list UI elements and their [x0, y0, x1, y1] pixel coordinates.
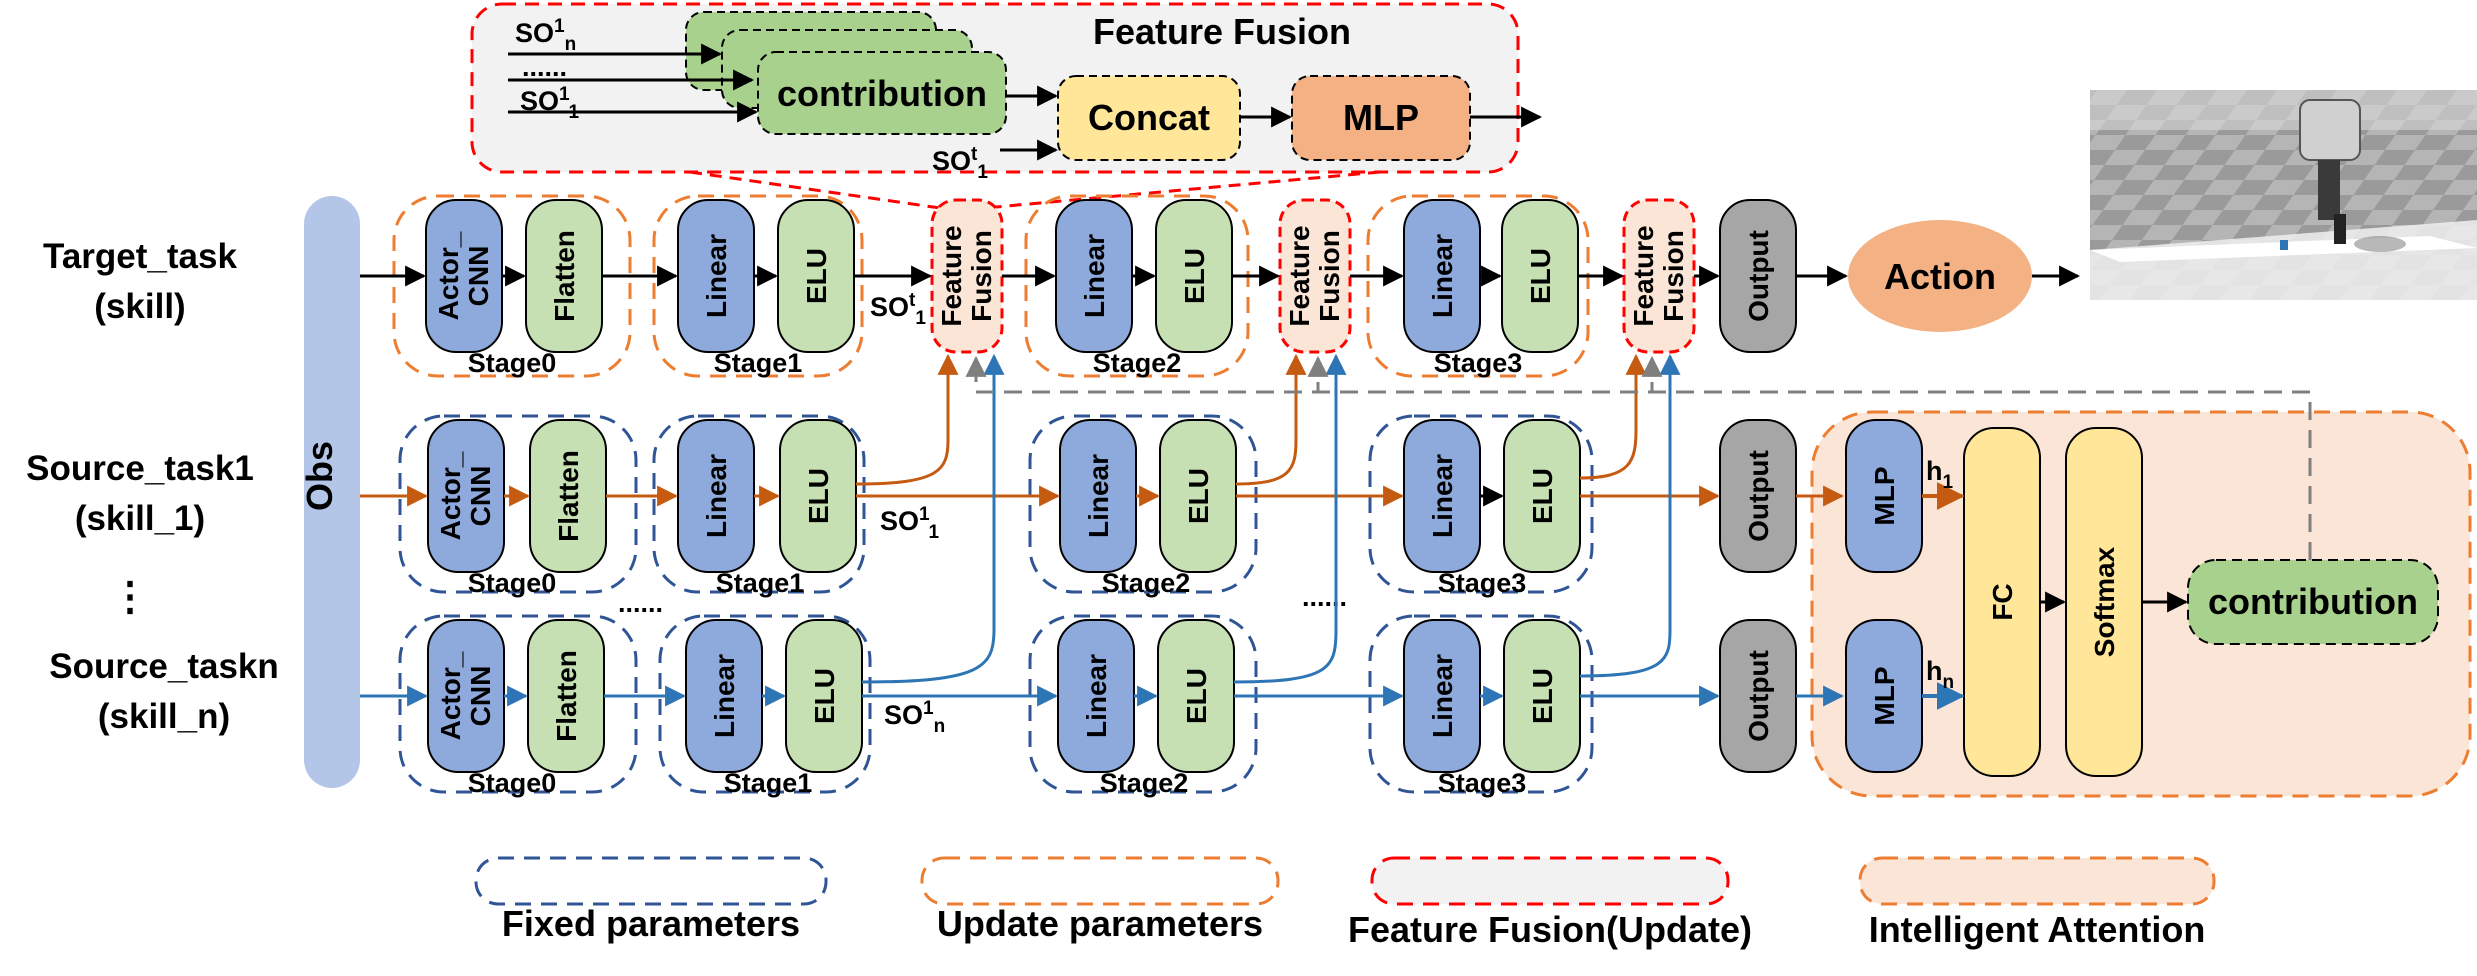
sourcen-output: Output	[1743, 650, 1774, 742]
row-label-sourcen: Source_taskn(skill_n)	[49, 647, 279, 736]
robot-scene-image	[2090, 90, 2477, 300]
legend-swatch-fusion	[1370, 856, 1730, 906]
source1-row: Actor_CNN Flatten Linear ELU Linear ELU …	[360, 353, 1845, 618]
sourcen-elu-1: ELU	[809, 668, 840, 724]
target-elu-2: ELU	[1179, 248, 1210, 304]
source1-flatten: Flatten	[553, 450, 584, 542]
sourcen-elu-2: ELU	[1181, 668, 1212, 724]
action-node	[1848, 220, 2032, 332]
label-so-t1: SOt1	[870, 290, 926, 329]
row-label-dots: ⋮	[110, 575, 150, 619]
target-row: Actor_CNN Flatten Linear ELU FeatureFusi…	[360, 194, 2081, 378]
fusion-contribution-box	[757, 51, 1007, 135]
fusion-input-so1: SO11	[520, 84, 580, 123]
source1-elu-2: ELU	[1183, 468, 1214, 524]
fusion-concat-label: Concat	[1088, 97, 1210, 138]
feature-fusion-detail: Feature Fusion contribution SO1n ...... …	[470, 2, 1543, 210]
fusion-mlp-box	[1291, 75, 1471, 161]
fusion-target-input: SOt1	[932, 144, 988, 183]
row-label-target: Target_task(skill)	[43, 237, 237, 326]
source1-elu-1: ELU	[803, 468, 834, 524]
target-flatten: Flatten	[549, 230, 580, 322]
source1-stage0: Stage0	[468, 568, 557, 598]
source1-stage1: Stage1	[716, 568, 805, 598]
source1-elu-3: ELU	[1527, 468, 1558, 524]
fusion-contribution-label: contribution	[777, 73, 987, 114]
target-output: Output	[1743, 230, 1774, 322]
label-so-1n: SO1n	[884, 698, 945, 737]
sourcen-linear-3: Linear	[1427, 654, 1458, 738]
sourcen-flatten: Flatten	[551, 650, 582, 742]
obs-label: Obs	[299, 441, 340, 511]
row-label-source1: Source_task1(skill_1)	[26, 449, 254, 538]
obs-bar	[304, 196, 360, 788]
target-actor-cnn: Actor_CNN	[433, 231, 494, 320]
fusion-mlp-label: MLP	[1343, 97, 1419, 138]
attention-mlp-n: MLP	[1869, 666, 1900, 725]
attention-module: MLP MLP FC Softmax contribution h1 hn	[965, 355, 2439, 777]
legend-update: Update parameters	[937, 903, 1263, 944]
target-feature-fusion-2: FeatureFusion	[1284, 225, 1345, 326]
attention-fc: FC	[1987, 583, 2018, 620]
source1-stage2: Stage2	[1102, 568, 1191, 598]
source1-linear-1: Linear	[701, 454, 732, 538]
legend-swatch-attention	[1858, 856, 2216, 906]
target-stage1: Stage1	[714, 348, 803, 378]
target-stage3: Stage3	[1434, 348, 1523, 378]
sourcen-actor-cnn: Actor_CNN	[435, 651, 496, 740]
source1-output: Output	[1743, 450, 1774, 542]
fusion-input-son: SO1n	[515, 16, 576, 55]
sourcen-elu-3: ELU	[1527, 668, 1558, 724]
source1-ellipsis: ......	[618, 588, 663, 618]
legend-swatch-update	[920, 856, 1280, 906]
legend-attention: Intelligent Attention	[1869, 909, 2206, 950]
fusion-title: Feature Fusion	[1093, 11, 1351, 52]
label-hn: hn	[1926, 656, 1954, 693]
legend-fixed: Fixed parameters	[502, 903, 800, 944]
sourcen-linear-1: Linear	[709, 654, 740, 738]
legend-swatch-fixed	[474, 856, 828, 906]
label-h1: h1	[1926, 456, 1954, 493]
target-feature-fusion-3: FeatureFusion	[1628, 225, 1689, 326]
target-linear-2: Linear	[1079, 234, 1110, 318]
target-linear-3: Linear	[1427, 234, 1458, 318]
sourcen-stage2: Stage2	[1100, 768, 1189, 798]
sourcen-stage3: Stage3	[1438, 768, 1527, 798]
source1-linear-2: Linear	[1083, 454, 1114, 538]
legend: Fixed parameters Update parameters Featu…	[474, 856, 2216, 950]
legend-fusion: Feature Fusion(Update)	[1348, 909, 1752, 950]
attention-contribution: contribution	[2208, 581, 2418, 622]
sourcen-stage0: Stage0	[468, 768, 557, 798]
source1-actor-cnn: Actor_CNN	[435, 451, 496, 540]
attention-mlp-1: MLP	[1869, 466, 1900, 525]
target-stage2: Stage2	[1093, 348, 1182, 378]
source1-linear-3: Linear	[1427, 454, 1458, 538]
target-stage0: Stage0	[468, 348, 557, 378]
sourcen-stage1: Stage1	[724, 768, 813, 798]
attention-softmax: Softmax	[2089, 546, 2120, 657]
fusion-input-ellipsis: ......	[522, 52, 567, 82]
target-elu-1: ELU	[801, 248, 832, 304]
source1-stage3: Stage3	[1438, 568, 1527, 598]
target-feature-fusion-1: FeatureFusion	[936, 225, 997, 326]
target-linear-1: Linear	[701, 234, 732, 318]
action-label: Action	[1884, 256, 1996, 297]
label-so-11: SO11	[880, 504, 940, 543]
sourcen-linear-2: Linear	[1081, 654, 1112, 738]
sourcen-row: Actor_CNN Flatten Linear ELU Linear ELU …	[360, 353, 1845, 798]
target-elu-3: ELU	[1525, 248, 1556, 304]
source-ellipsis: ......	[1302, 582, 1347, 612]
